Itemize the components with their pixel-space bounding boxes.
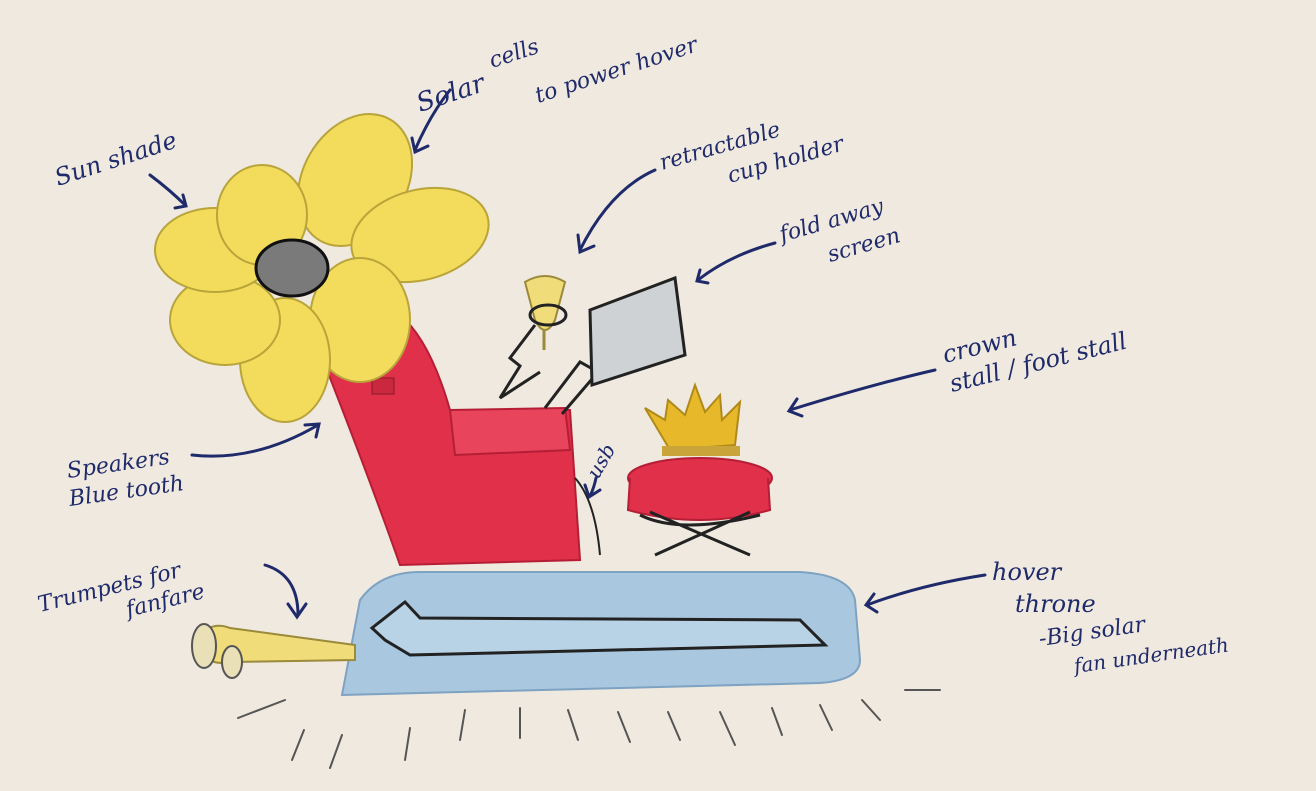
- label-hover-2: throne: [1015, 590, 1096, 618]
- label-usb: usb: [582, 439, 621, 482]
- arrow-screen: [695, 241, 777, 285]
- label-hover-1: hover: [992, 558, 1063, 586]
- arrow-crown: [786, 368, 937, 418]
- fold-away-screen: [543, 275, 687, 415]
- crown-stool: [626, 381, 773, 557]
- arrow-sun-shade: [148, 173, 188, 210]
- annotation-arrows: [148, 88, 987, 620]
- cup-holder: [498, 275, 568, 400]
- arrow-trumpets: [263, 563, 308, 620]
- red-throne: [323, 313, 601, 567]
- arrow-solar: [410, 88, 452, 155]
- label-solar-3: to power hover: [532, 32, 702, 109]
- hover-motion-lines: [237, 689, 941, 769]
- flower-sun-shade: [154, 113, 490, 423]
- label-solar-1: Solar: [413, 68, 490, 119]
- hover-base: [340, 571, 862, 697]
- label-solar-2: cells: [486, 34, 542, 73]
- arrow-cup-holder: [576, 168, 657, 255]
- trumpets: [191, 623, 356, 679]
- arrow-hover: [863, 573, 987, 614]
- arrow-speakers: [190, 422, 321, 458]
- arrow-usb: [583, 476, 602, 500]
